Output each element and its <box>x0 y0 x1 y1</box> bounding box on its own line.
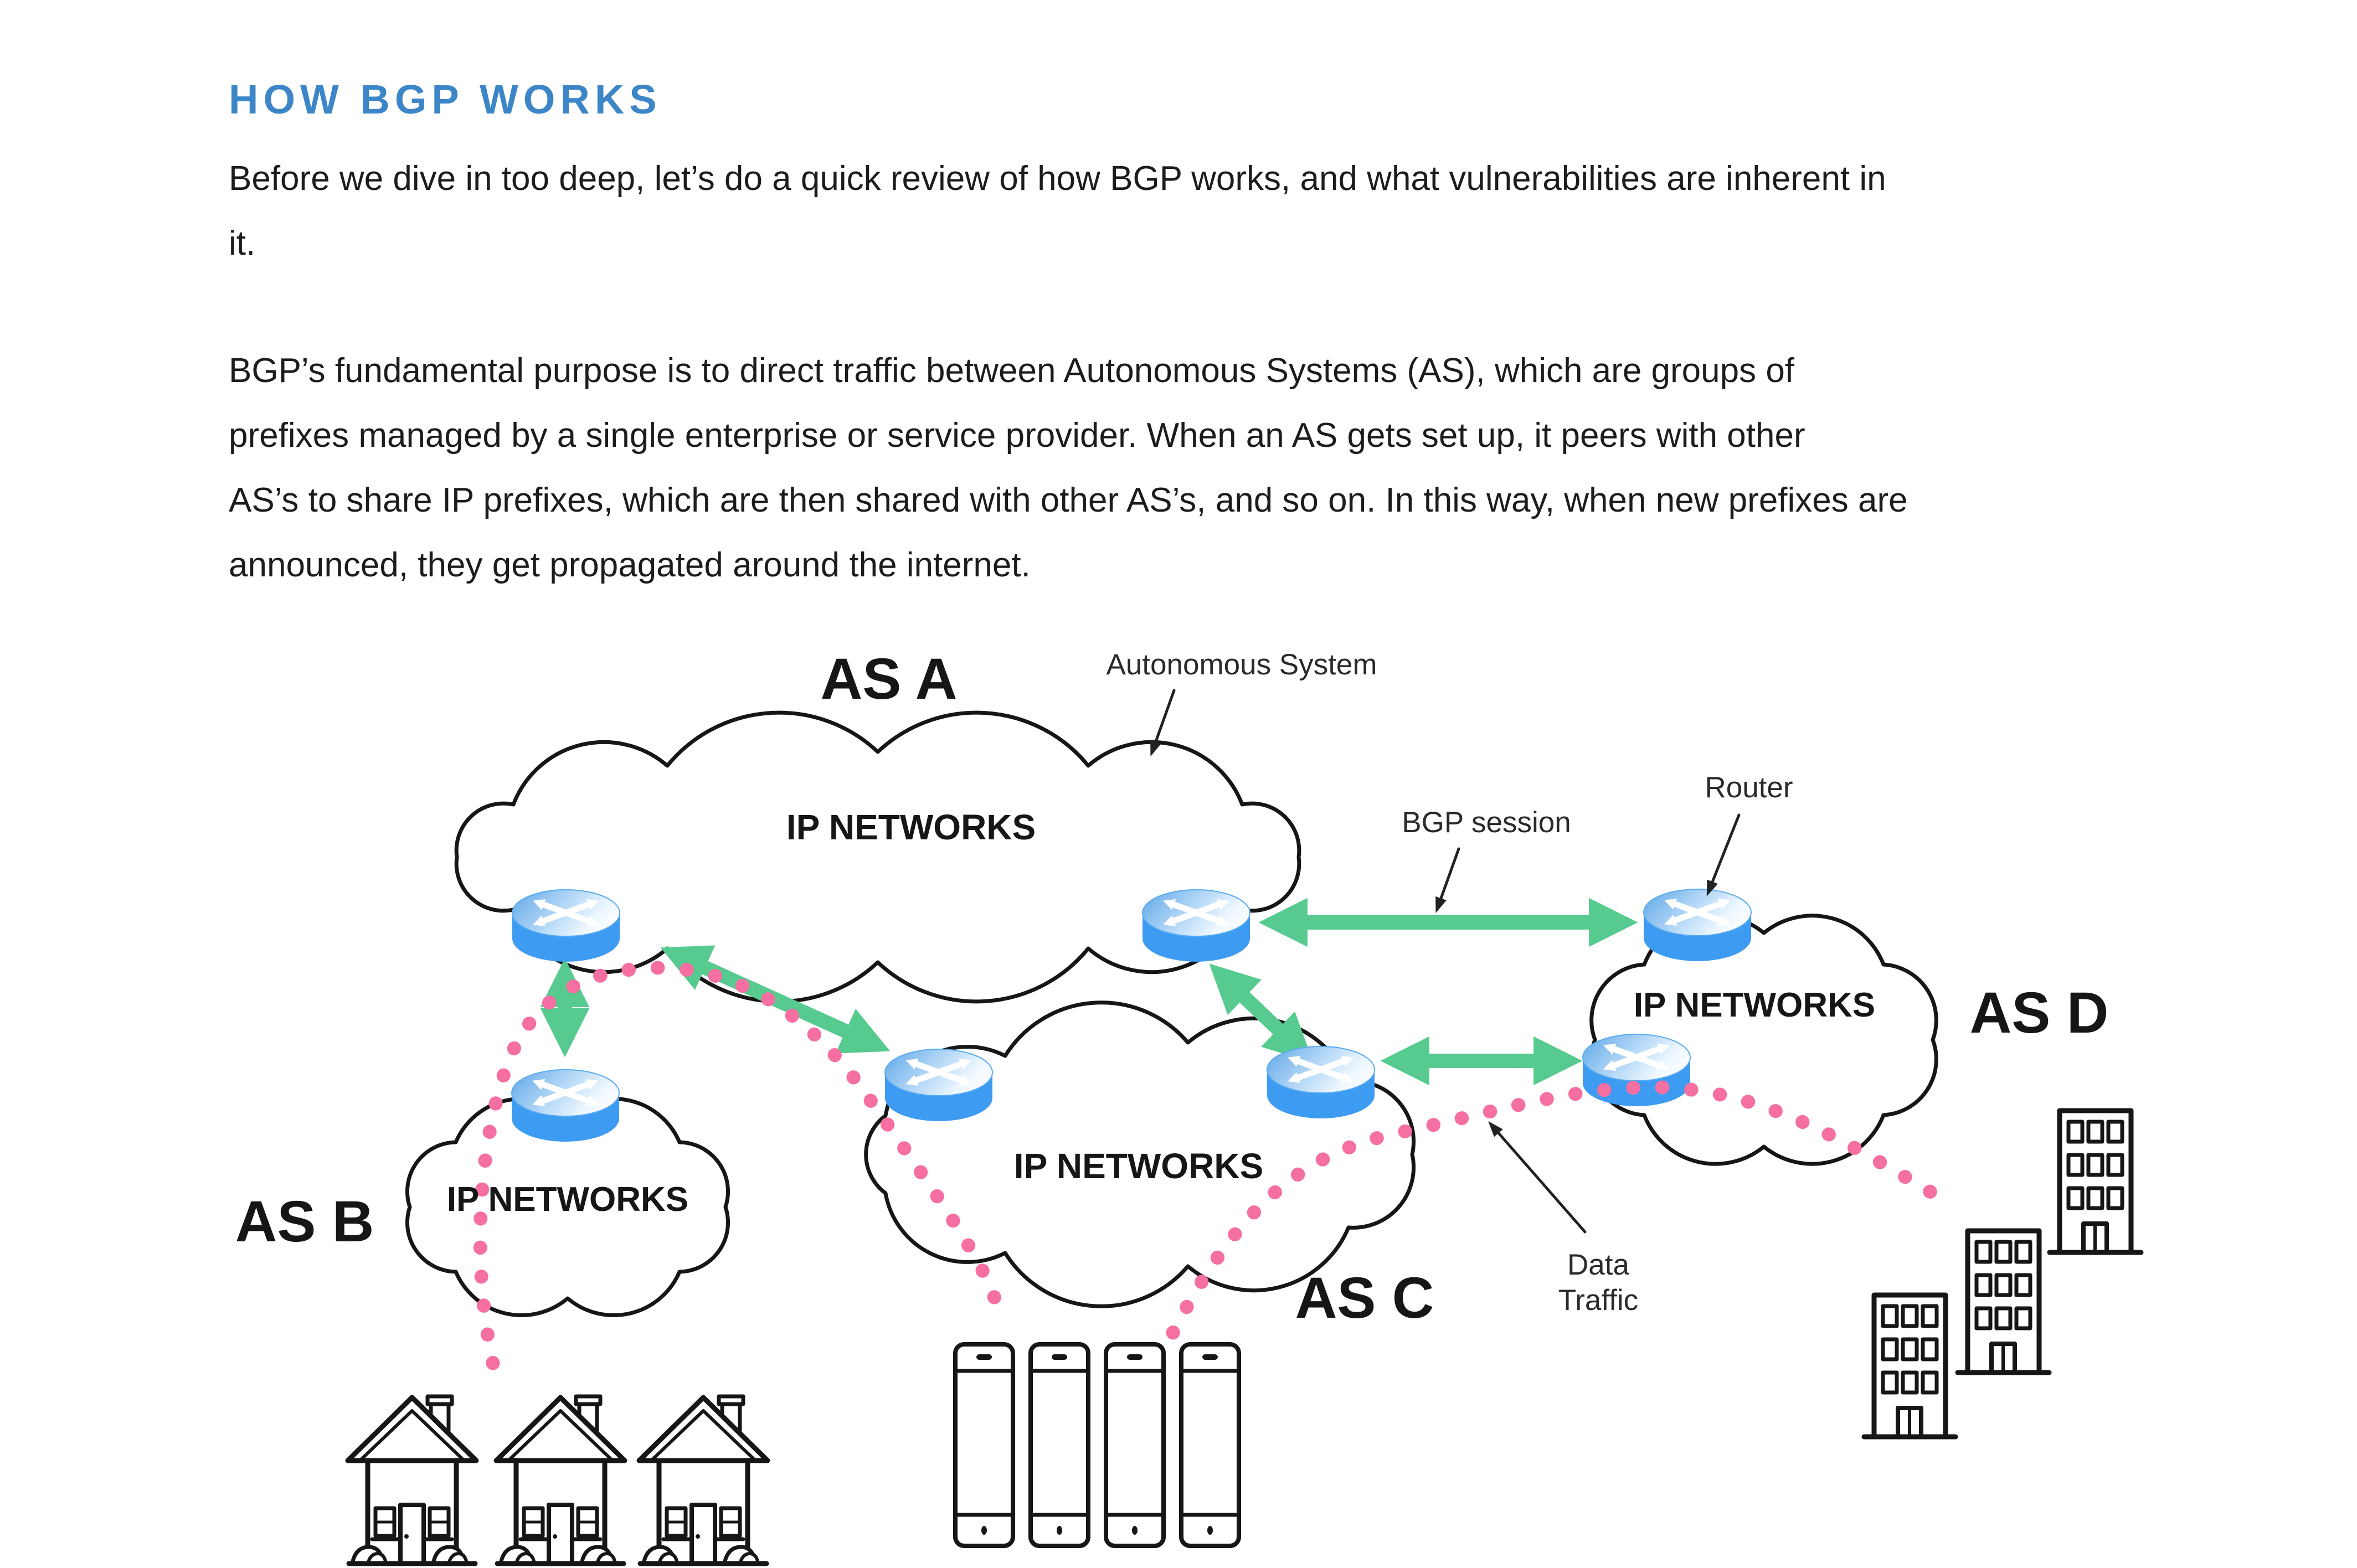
smartphone-icon <box>1106 1344 1164 1546</box>
paragraph-2-line: announced, they get propagated around th… <box>229 546 1031 584</box>
data-traffic-pointer-arrow <box>1488 1121 1587 1234</box>
paragraph-1: Before we dive in too deep, let’s do a q… <box>229 146 2245 276</box>
paragraph-2-line: prefixes managed by a single enterprise … <box>229 416 1805 455</box>
as-a-label: AS A <box>821 647 958 711</box>
paragraph-2-line: AS’s to share IP prefixes, which are the… <box>229 481 1908 519</box>
data-traffic-path-houses-to-phones <box>473 961 1002 1370</box>
office-building-icon <box>2050 1111 2141 1252</box>
router-icon <box>1267 1046 1375 1118</box>
as-b-label: AS B <box>235 1189 374 1254</box>
bgp-diagram: AS A AS B AS C AS D IP NETWORKS IP NETWO… <box>235 647 2357 1568</box>
autonomous-system-pointer-arrow <box>1150 689 1176 757</box>
router-icon <box>885 1049 992 1121</box>
router-icon <box>512 890 620 962</box>
cloud-as-a <box>454 710 1301 1004</box>
data-traffic-annotation-line2: Traffic <box>1558 1284 1638 1317</box>
smartphone-icon <box>1181 1344 1239 1546</box>
smartphone-icon <box>1031 1344 1088 1546</box>
router-pointer-arrow <box>1706 813 1741 896</box>
bgp-session-pointer-arrow <box>1435 847 1460 914</box>
router-icon <box>1143 890 1250 962</box>
ip-networks-label-d: IP NETWORKS <box>1634 986 1875 1024</box>
autonomous-system-annotation: Autonomous System <box>1106 648 1377 681</box>
paragraph-2: BGP’s fundamental purpose is to direct t… <box>229 338 2245 597</box>
router-icon <box>512 1070 619 1142</box>
bgp-session-annotation: BGP session <box>1402 806 1571 839</box>
office-building-icon <box>1864 1295 1955 1437</box>
as-d-label: AS D <box>1970 981 2109 1045</box>
bgp-session-arrow-a-c-right <box>1209 963 1314 1063</box>
ip-networks-label-b: IP NETWORKS <box>447 1180 688 1219</box>
office-building-icon <box>1958 1231 2049 1373</box>
data-traffic-path-phones-to-buildings <box>1166 1080 1952 1340</box>
ip-networks-label-c: IP NETWORKS <box>1014 1146 1263 1186</box>
ip-networks-label-a: IP NETWORKS <box>786 807 1036 847</box>
data-traffic-annotation-line1: Data <box>1567 1249 1629 1281</box>
smartphone-icon <box>955 1344 1013 1546</box>
router-annotation: Router <box>1705 771 1793 804</box>
paragraph-1-line: it. <box>229 224 256 262</box>
house-icon <box>496 1396 625 1564</box>
section-heading: HOW BGP WORKS <box>229 76 662 122</box>
paragraph-1-line: Before we dive in too deep, let’s do a q… <box>229 159 1886 198</box>
cloud-as-b <box>405 1097 730 1317</box>
router-icon <box>1644 889 1751 961</box>
house-icon <box>348 1396 476 1564</box>
cloud-as-d <box>1589 914 1938 1166</box>
article: HOW BGP WORKS Before we dive in too deep… <box>229 79 2245 597</box>
paragraph-2-line: BGP’s fundamental purpose is to direct t… <box>229 352 1795 390</box>
router-icon <box>1583 1034 1690 1106</box>
as-c-label: AS C <box>1295 1266 1434 1330</box>
house-icon <box>639 1396 768 1564</box>
